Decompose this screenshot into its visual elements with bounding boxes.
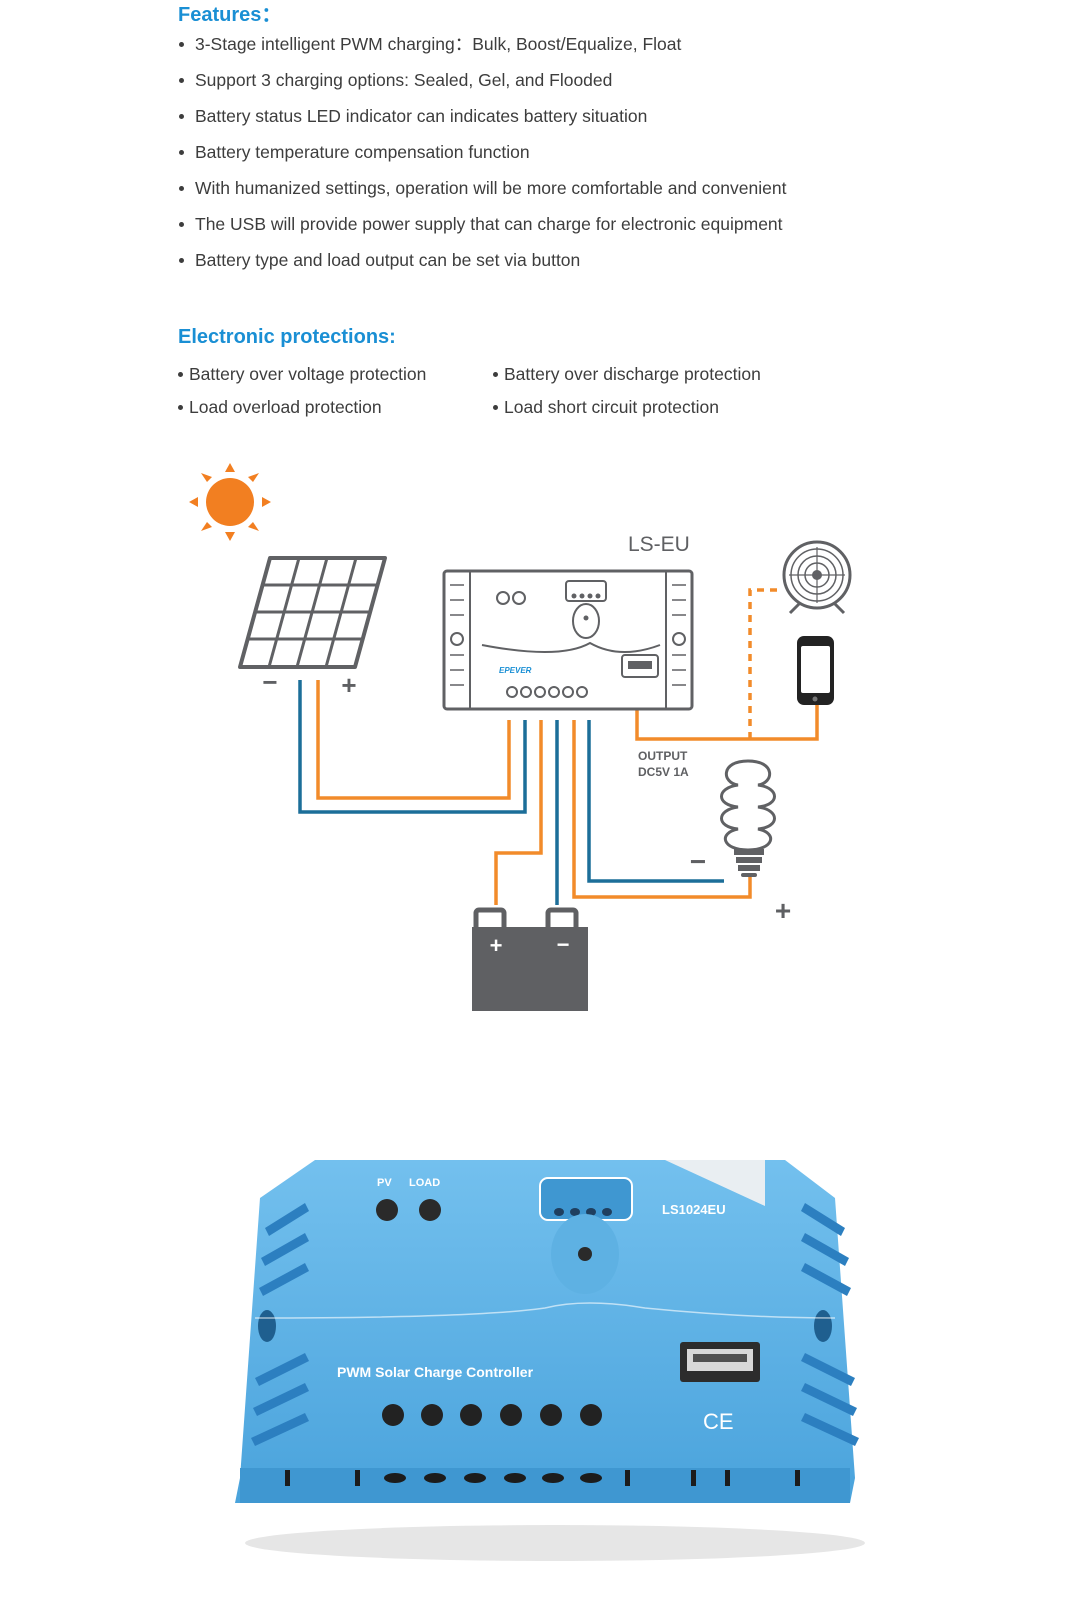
protection-item: Battery over voltage protection	[178, 364, 426, 384]
battery-icon	[472, 907, 588, 1011]
wire-load-positive	[572, 720, 752, 899]
light-bulb-icon	[720, 759, 776, 877]
bullet-icon	[493, 372, 498, 377]
wire-usb-output	[635, 683, 819, 741]
load-minus-label: −	[690, 846, 706, 877]
controller-label: LS-EU	[628, 533, 690, 556]
feature-item: 3-Stage intelligent PWM charging：Bulk, B…	[178, 34, 786, 70]
bottom-ports	[285, 1470, 800, 1486]
wire-battery-positive	[494, 720, 543, 905]
features-list: 3-Stage intelligent PWM charging：Bulk, B…	[178, 34, 786, 286]
bullet-icon	[179, 114, 184, 119]
panel-plus-label: +	[341, 670, 356, 700]
bullet-icon	[179, 78, 184, 83]
vent-slots	[251, 1203, 859, 1446]
feature-item: Battery temperature compensation functio…	[178, 142, 786, 178]
solar-panel-icon	[238, 556, 387, 669]
model-label: LS1024EU	[662, 1202, 726, 1217]
protection-item: Battery over discharge protection	[493, 364, 761, 384]
output-label-line2: DC5V 1A	[638, 765, 689, 779]
feature-item: The USB will provide power supply that c…	[178, 214, 786, 250]
bullet-icon	[179, 42, 184, 47]
controller-icon	[442, 569, 694, 711]
protections-title: Electronic protections:	[178, 326, 396, 348]
pv-led-label: PV	[377, 1177, 392, 1189]
bullet-icon	[178, 405, 183, 410]
feature-item: Battery status LED indicator can indicat…	[178, 106, 786, 142]
feature-item: Battery type and load output can be set …	[178, 250, 786, 286]
phone-icon	[797, 636, 834, 705]
wire-panel-negative	[298, 680, 527, 814]
bullet-icon	[179, 150, 184, 155]
charge-controller-photo: PV LOAD LS1024EU PWM Solar Charge Contro…	[235, 1160, 865, 1561]
protection-item: Load short circuit protection	[493, 397, 719, 417]
bullet-icon	[493, 405, 498, 410]
brand-label: EPEVER	[499, 666, 532, 675]
battery-plus-label: +	[490, 933, 503, 958]
bullet-icon	[179, 222, 184, 227]
features-title: Features：	[178, 4, 282, 26]
wire-load-negative	[587, 720, 724, 883]
feature-item: Support 3 charging options: Sealed, Gel,…	[178, 70, 786, 106]
wiring-diagram: − + LS-EU	[189, 463, 852, 1011]
load-plus-label: +	[775, 895, 791, 926]
wire-usb-dashed	[748, 588, 780, 739]
feature-item: With humanized settings, operation will …	[178, 178, 786, 214]
bullet-icon	[179, 186, 184, 191]
terminal-screws	[382, 1404, 602, 1426]
panel-minus-label: −	[262, 667, 277, 697]
wire-panel-positive	[316, 680, 511, 800]
fan-icon	[782, 540, 852, 615]
ce-mark: CE	[703, 1409, 734, 1434]
load-led-label: LOAD	[409, 1177, 440, 1189]
sun-icon	[189, 463, 271, 541]
bullet-icon	[179, 258, 184, 263]
battery-minus-label: −	[557, 932, 570, 957]
bullet-icon	[178, 372, 183, 377]
product-title: PWM Solar Charge Controller	[337, 1364, 534, 1380]
protection-item: Load overload protection	[178, 397, 382, 417]
output-label-line1: OUTPUT	[638, 749, 688, 763]
